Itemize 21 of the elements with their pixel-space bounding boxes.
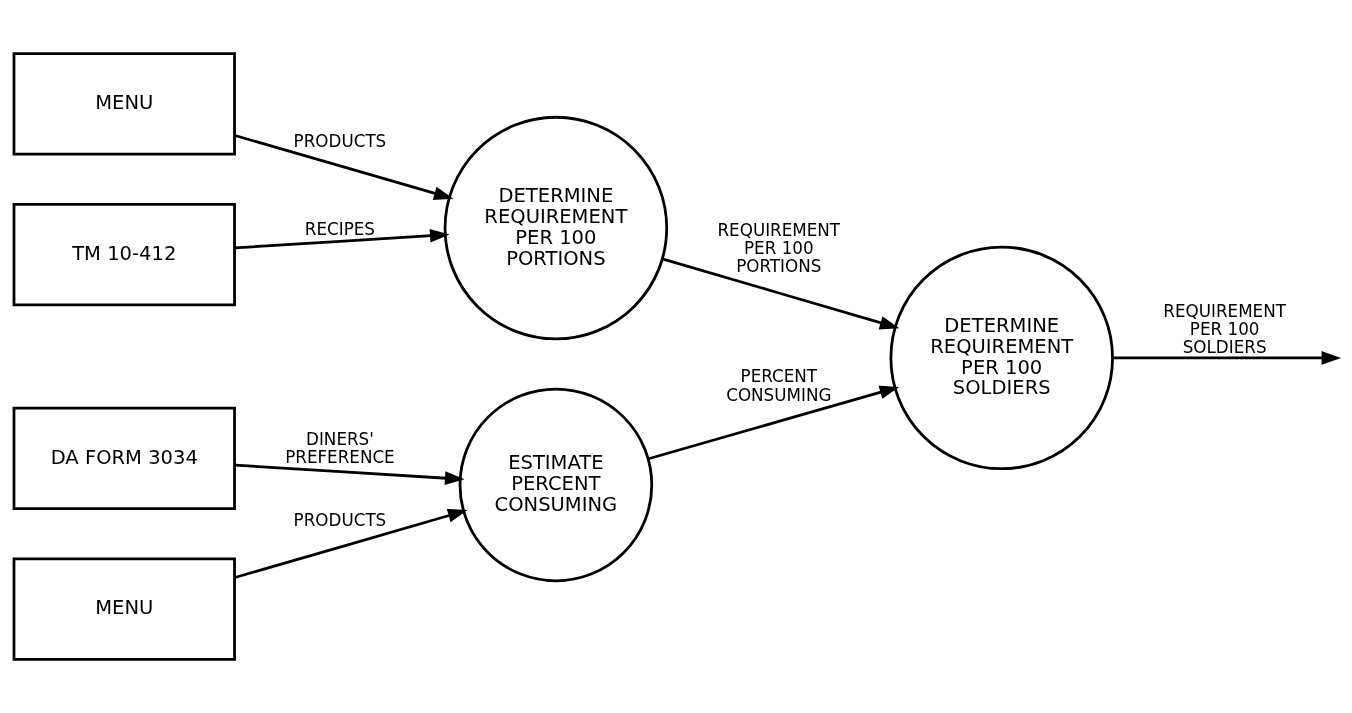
node-circle: ESTIMATE PERCENT CONSUMING <box>458 387 654 583</box>
node-box: MENU <box>12 557 236 661</box>
node-box: DA FORM 3034 <box>12 406 236 511</box>
edge-label: REQUIREMENT PER 100 PORTIONS <box>717 219 841 277</box>
arrow <box>1112 351 1342 365</box>
arrow <box>234 508 468 579</box>
edge-label: PERCENT CONSUMING <box>726 366 832 405</box>
edge-label: DINERS' PREFERENCE <box>285 429 395 468</box>
arrow <box>661 257 900 330</box>
edge-label: RECIPES <box>304 218 376 239</box>
edge-label: PRODUCTS <box>293 130 387 151</box>
node-circle: DETERMINE REQUIREMENT PER 100 SOLDIERS <box>889 245 1114 471</box>
node-box: MENU <box>12 52 236 156</box>
node-box: TM 10-412 <box>12 202 236 307</box>
edge-label: REQUIREMENT PER 100 SOLDIERS <box>1163 300 1286 358</box>
edge-label: PRODUCTS <box>293 510 387 531</box>
node-circle: DETERMINE REQUIREMENT PER 100 PORTIONS <box>443 115 669 341</box>
arrow <box>648 385 900 461</box>
arrow <box>234 463 465 485</box>
arrow <box>234 134 454 200</box>
arrow <box>234 228 450 250</box>
